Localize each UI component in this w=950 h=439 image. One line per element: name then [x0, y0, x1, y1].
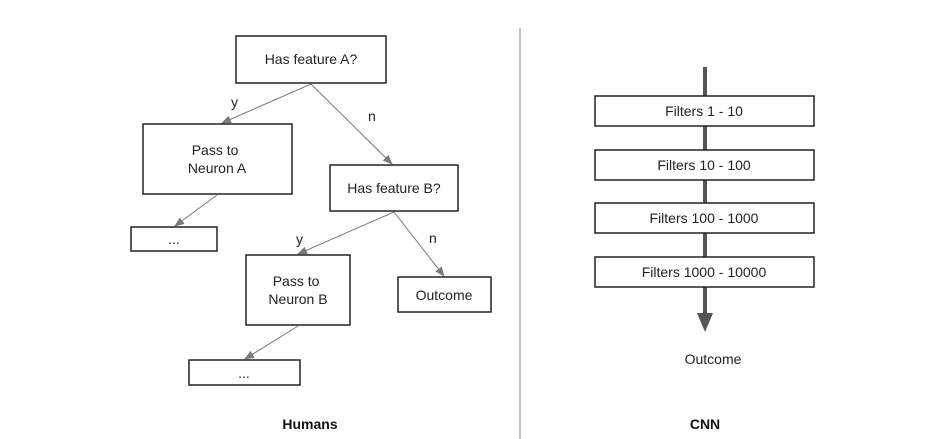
node-pass-to-neuron-b-line-1: Pass to	[273, 273, 320, 289]
cnn-filter-label-3: Filters 100 - 1000	[650, 210, 759, 226]
node-outcome: Outcome	[397, 276, 492, 313]
svg-text:Has feature A?: Has feature A?	[265, 51, 358, 67]
cnn-filter-box-3: Filters 100 - 1000	[594, 202, 815, 234]
edge-label-a-yes: y	[231, 94, 238, 110]
humans-decision-tree: y n y n Has feature A? Pass to Neuron A …	[130, 35, 492, 432]
cnn-filter-box-4: Filters 1000 - 10000	[594, 256, 815, 288]
edge-label-b-no: n	[429, 230, 437, 246]
node-ellipsis-b-line: ...	[238, 365, 250, 381]
edge-neuron-a-to-ellipsis	[174, 194, 218, 227]
node-ellipsis-a: ...	[130, 226, 218, 252]
node-pass-to-neuron-a: Pass to Neuron A	[142, 123, 293, 195]
svg-text:Pass to Neuron B: Pass to Neuron B	[268, 273, 327, 307]
node-pass-to-neuron-a-line-1: Pass to	[192, 142, 239, 158]
edge-neuron-b-to-ellipsis	[244, 325, 299, 360]
node-has-feature-b: Has feature B?	[329, 164, 459, 212]
edge-feature-b-to-outcome	[393, 211, 445, 277]
cnn-caption: CNN	[690, 416, 720, 432]
edge-feature-b-to-neuron-b	[297, 211, 395, 255]
cnn-filter-label-1: Filters 1 - 10	[665, 103, 743, 119]
cnn-filter-label-2: Filters 10 - 100	[657, 157, 751, 173]
cnn-flow-arrow-head	[697, 313, 713, 332]
node-ellipsis-b: ...	[188, 359, 301, 386]
node-pass-to-neuron-b: Pass to Neuron B	[245, 254, 351, 326]
node-outcome-line: Outcome	[416, 287, 473, 303]
node-pass-to-neuron-a-line-2: Neuron A	[188, 160, 247, 176]
edge-feature-a-to-feature-b	[310, 83, 393, 165]
edge-feature-a-to-neuron-a	[221, 83, 312, 124]
humans-caption: Humans	[282, 416, 337, 432]
cnn-pipeline: Filters 1 - 10 Filters 10 - 100 Filters …	[594, 67, 815, 432]
node-pass-to-neuron-b-line-2: Neuron B	[268, 291, 327, 307]
svg-text:...: ...	[238, 365, 250, 381]
node-has-feature-a: Has feature A?	[235, 35, 387, 84]
svg-text:Has feature B?: Has feature B?	[347, 180, 441, 196]
svg-text:Outcome: Outcome	[416, 287, 473, 303]
node-ellipsis-a-line: ...	[168, 231, 180, 247]
node-has-feature-b-line: Has feature B?	[347, 180, 441, 196]
cnn-filter-box-1: Filters 1 - 10	[594, 95, 815, 127]
edge-label-a-no: n	[368, 108, 376, 124]
cnn-outcome-label: Outcome	[685, 351, 742, 367]
cnn-filter-label-4: Filters 1000 - 10000	[642, 264, 767, 280]
svg-text:Pass to Neuron A: Pass to Neuron A	[188, 142, 247, 176]
edge-label-b-yes: y	[296, 231, 303, 247]
svg-text:...: ...	[168, 231, 180, 247]
node-has-feature-a-line: Has feature A?	[265, 51, 358, 67]
cnn-filter-box-2: Filters 10 - 100	[594, 149, 815, 181]
